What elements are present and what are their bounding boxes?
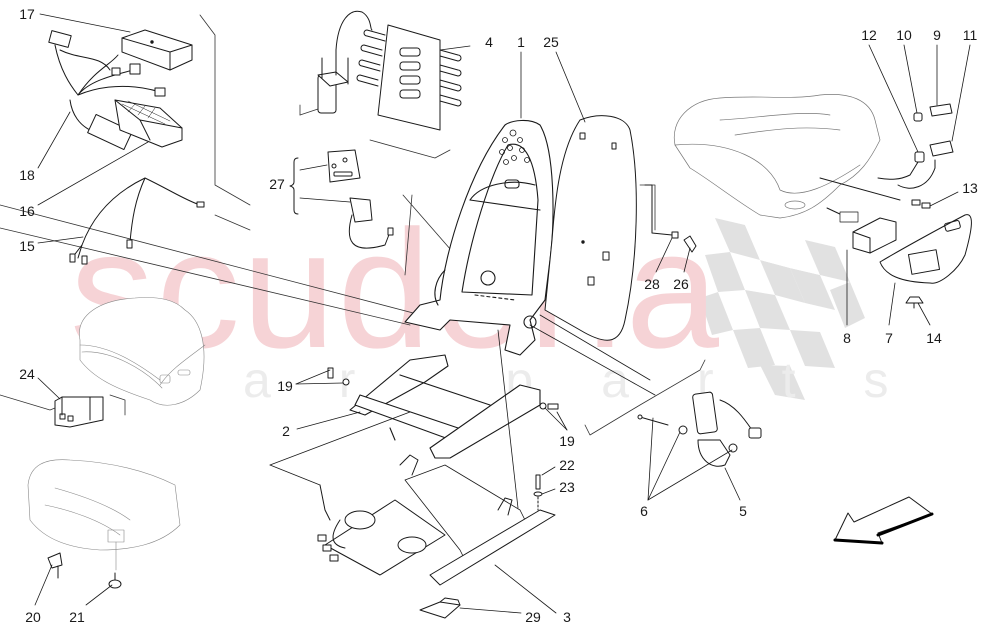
part-4-lumbar-support <box>317 10 462 131</box>
callout-8: 8 <box>843 330 851 346</box>
callout-9: 9 <box>933 27 941 43</box>
part-19-bolt-right <box>539 402 559 410</box>
callout-24: 24 <box>19 366 35 382</box>
callout-4: 4 <box>485 34 493 50</box>
leader-lines <box>34 13 971 614</box>
part-11-switch <box>929 140 954 169</box>
callout-2: 2 <box>282 423 290 439</box>
callout-5: 5 <box>739 503 747 519</box>
part-8-module <box>826 207 897 254</box>
part-14-push-clip <box>905 296 924 309</box>
callout-16: 16 <box>19 203 35 219</box>
callout-1: 1 <box>517 34 525 50</box>
part-19-bolt-left <box>327 367 350 386</box>
part-21-grommet <box>108 572 122 589</box>
callout-19-right: 19 <box>559 433 575 449</box>
callout-22: 22 <box>559 457 575 473</box>
callout-23: 23 <box>559 479 575 495</box>
callout-25: 25 <box>543 34 559 50</box>
callout-18: 18 <box>19 167 35 183</box>
callout-6: 6 <box>640 503 648 519</box>
callout-21: 21 <box>69 609 85 625</box>
callout-26: 26 <box>673 276 689 292</box>
part-25-backrest-panel <box>544 115 637 341</box>
part-27-bracket-kit <box>289 149 394 249</box>
callout-12: 12 <box>861 27 877 43</box>
section-dividers <box>0 14 706 436</box>
part-15-wiring-harness <box>69 177 205 265</box>
wire-12-11 <box>877 161 936 189</box>
part-3-seat-rails <box>317 454 556 586</box>
part-20-clip <box>47 552 63 579</box>
part-24-relay-module <box>54 396 104 428</box>
part-22-screw <box>535 474 541 490</box>
callout-7: 7 <box>885 330 893 346</box>
callout-3: 3 <box>563 609 571 625</box>
callout-13: 13 <box>962 180 978 196</box>
callout-10: 10 <box>896 27 912 43</box>
part-6-bolt-set <box>637 414 738 453</box>
part-26-knob <box>683 235 697 253</box>
callout-14: 14 <box>926 330 942 346</box>
part-7-trim-panel <box>879 214 972 284</box>
callout-19-left: 19 <box>277 378 293 394</box>
part-16-control-unit <box>114 99 183 148</box>
part-1-backrest-frame <box>404 119 554 356</box>
part-17-control-box <box>121 29 193 71</box>
seat-ghost-left <box>79 297 206 406</box>
front-direction-arrow-icon <box>833 496 934 545</box>
seat-base-ghost <box>27 459 181 571</box>
part-5-motor <box>692 391 762 467</box>
part-23-washer <box>533 491 543 497</box>
callout-27: 27 <box>269 176 285 192</box>
seat-cushion-outline <box>673 94 881 219</box>
part-29-bracket <box>419 597 461 619</box>
callout-20: 20 <box>25 609 41 625</box>
part-13-connector <box>819 177 931 209</box>
callout-11: 11 <box>962 27 978 43</box>
callout-28: 28 <box>644 276 660 292</box>
part-10-cap <box>913 112 923 122</box>
callout-17: 17 <box>19 6 35 22</box>
callout-29: 29 <box>525 609 541 625</box>
callout-15: 15 <box>19 238 35 254</box>
part-12-switch <box>914 151 925 163</box>
part-28-clip <box>644 184 679 239</box>
part-9-button <box>929 103 953 117</box>
part-2-seat-frame <box>349 354 541 459</box>
part-18-wiring-harness <box>48 30 166 151</box>
